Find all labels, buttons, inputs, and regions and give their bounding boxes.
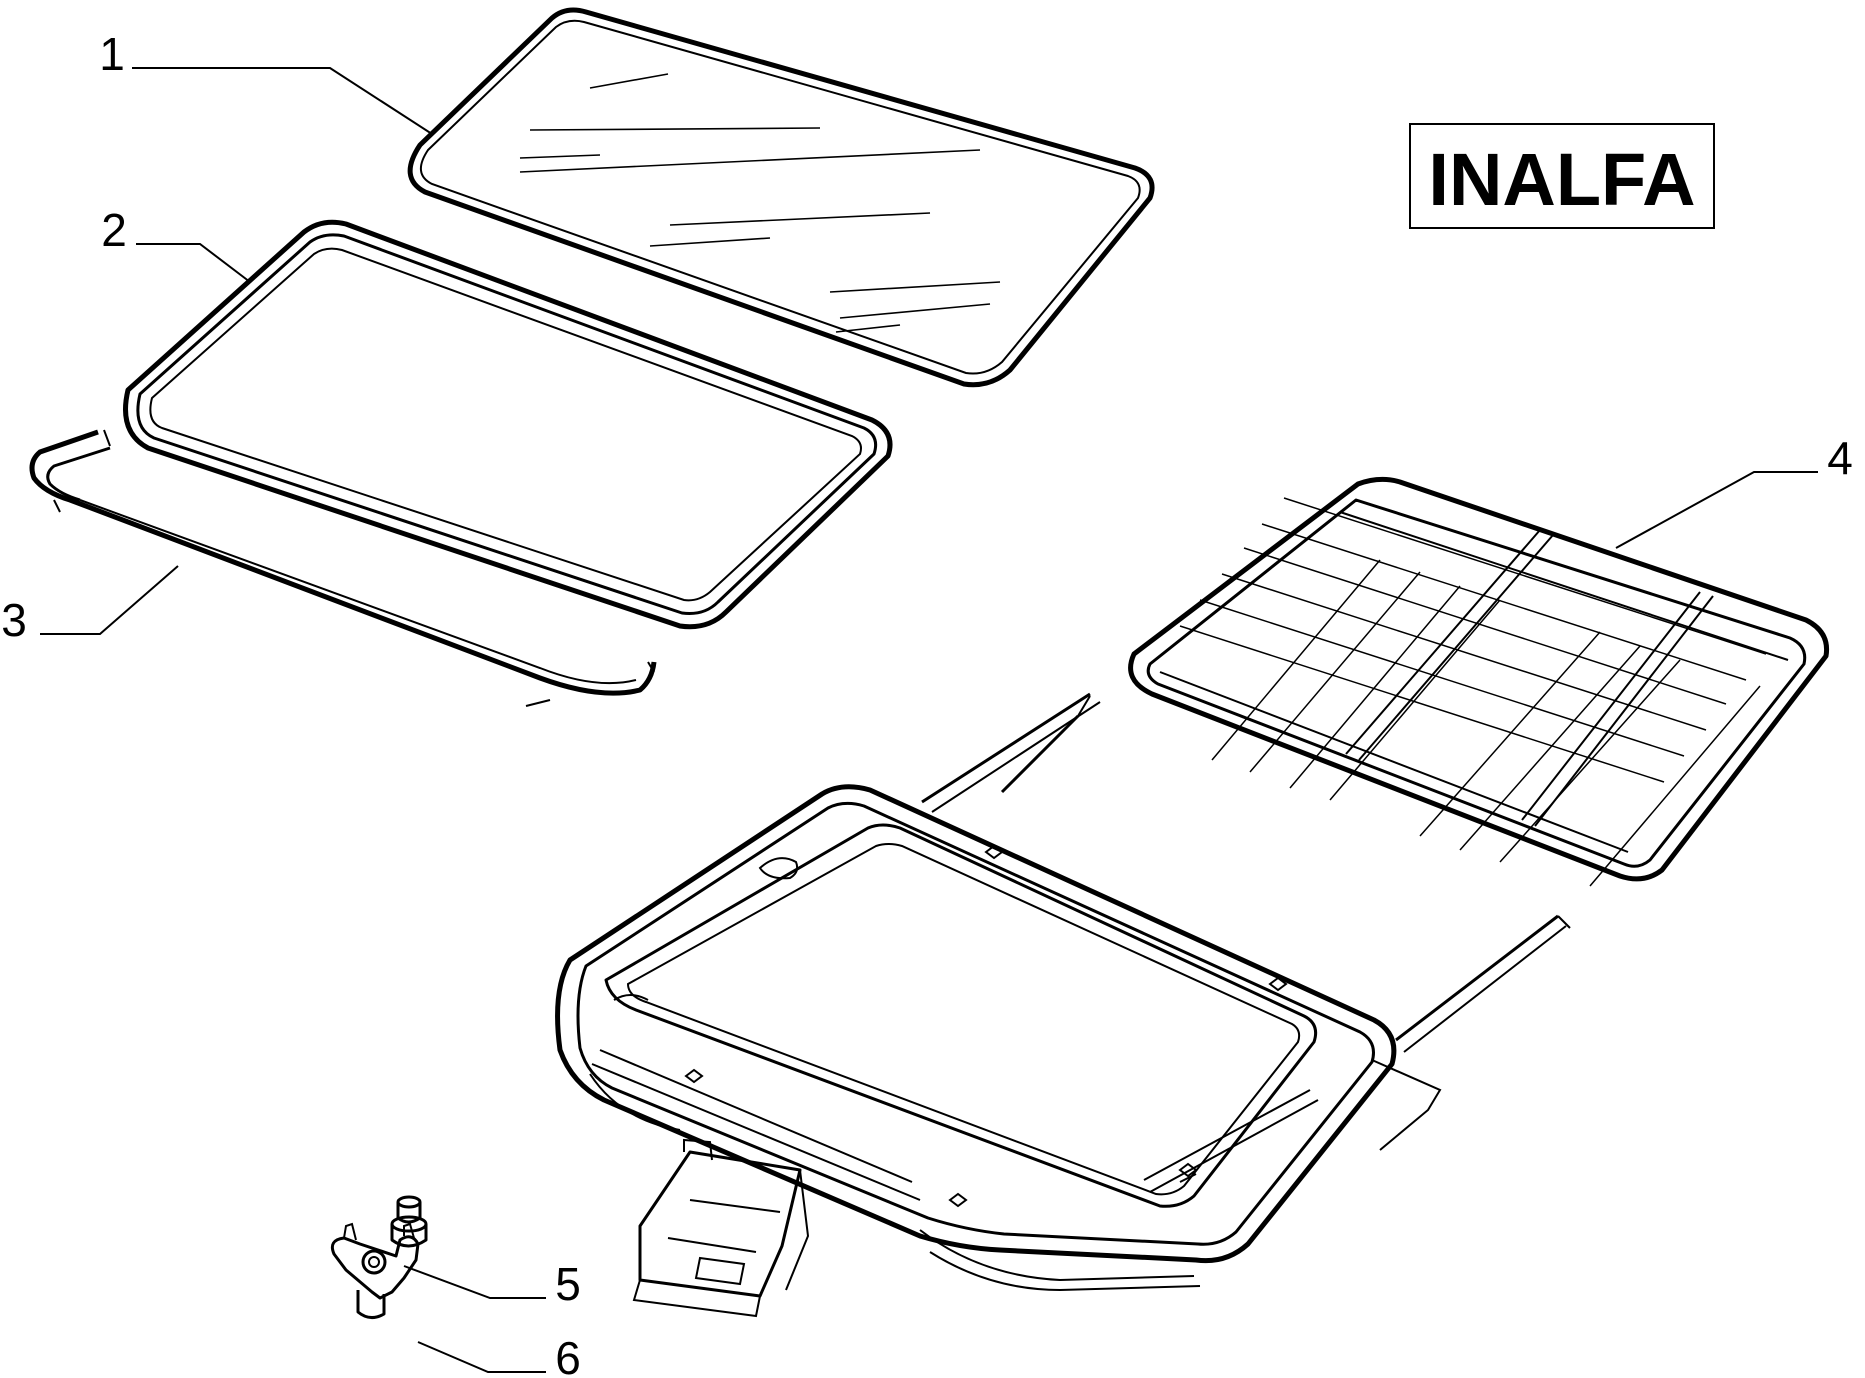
glass-panel	[407, 7, 1155, 388]
sunroof-frame	[555, 692, 1571, 1292]
callout-1: 1	[99, 28, 125, 80]
panel-seal	[123, 219, 893, 630]
sunshade	[1128, 476, 1830, 887]
drive-bracket	[632, 1138, 810, 1318]
callout-3: 3	[1, 594, 27, 646]
callout-leaders	[40, 67, 1818, 1373]
brand-box: INALFA	[1409, 123, 1715, 229]
motor-bracket	[330, 1222, 420, 1319]
callout-4: 4	[1827, 432, 1853, 484]
callout-6: 6	[555, 1332, 581, 1378]
callout-5: 5	[555, 1258, 581, 1310]
screw	[390, 1195, 428, 1248]
deflector	[29, 429, 657, 707]
callout-2: 2	[101, 204, 127, 256]
brand-label: INALFA	[1428, 138, 1695, 221]
